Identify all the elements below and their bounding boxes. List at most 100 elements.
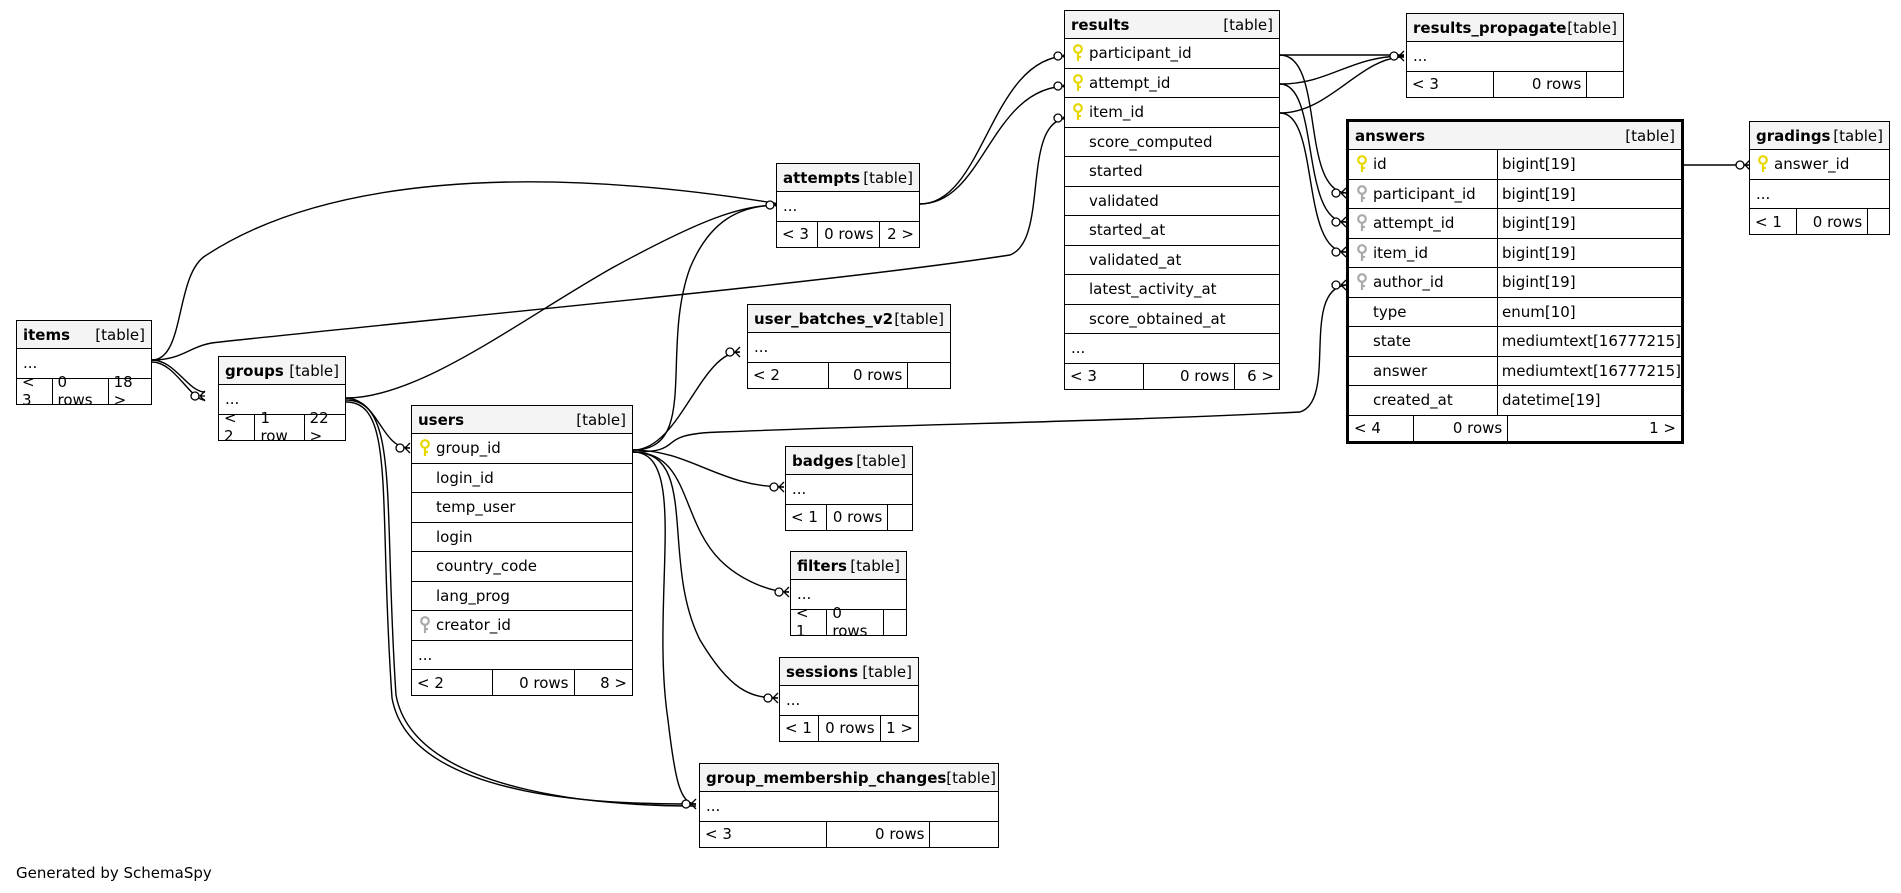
children-count[interactable]: 2 >: [887, 225, 915, 243]
edge-results-answers-b: [1279, 83, 1347, 223]
column-name: answer: [1373, 361, 1428, 380]
column-type: bigint[19]: [1497, 238, 1681, 267]
parents-count[interactable]: < 1: [791, 604, 828, 640]
column-row-more[interactable]: ...: [700, 792, 998, 822]
table-header[interactable]: users [table]: [412, 406, 632, 434]
children-count[interactable]: 6 >: [1247, 367, 1274, 385]
column-row-more[interactable]: ...: [786, 475, 912, 505]
parents-count[interactable]: < 1: [780, 715, 820, 741]
table-header[interactable]: results_propagate [table]: [1407, 14, 1623, 42]
column-row-more[interactable]: ...: [1750, 180, 1889, 209]
column-row-login[interactable]: login: [412, 523, 632, 552]
parents-count[interactable]: < 3: [777, 221, 819, 247]
children-count[interactable]: 18 >: [113, 373, 133, 409]
column-row-country-code[interactable]: country_code: [412, 552, 632, 582]
parents-count[interactable]: < 1: [786, 504, 828, 530]
column-row-more[interactable]: ...: [219, 385, 345, 415]
children-count[interactable]: 1 >: [1649, 419, 1676, 437]
column-row-started-at[interactable]: started_at: [1065, 216, 1279, 246]
children-count[interactable]: 8 >: [600, 673, 627, 692]
table-header[interactable]: attempts [table]: [777, 164, 919, 192]
column-name: lang_prog: [436, 586, 510, 605]
table-header[interactable]: filters [table]: [791, 552, 906, 580]
column-name: score_obtained_at: [1089, 309, 1226, 328]
column-row-creator-id[interactable]: creator_id: [412, 611, 632, 641]
parents-count[interactable]: < 3: [1407, 71, 1495, 97]
parents-count[interactable]: < 4: [1349, 415, 1414, 441]
column-row-more[interactable]: ...: [791, 580, 906, 610]
column-row-score-obtained-at[interactable]: score_obtained_at: [1065, 305, 1279, 334]
table-header[interactable]: user_batches_v2 [table]: [748, 305, 950, 333]
table-header[interactable]: groups [table]: [219, 357, 345, 385]
column-row-more[interactable]: ...: [780, 686, 918, 716]
table-header[interactable]: results [table]: [1065, 11, 1279, 39]
table-header[interactable]: badges [table]: [786, 447, 912, 475]
parents-count[interactable]: < 3: [700, 821, 828, 847]
column-row-participant-id[interactable]: participant_id: [1065, 39, 1279, 69]
table-type-label: [table]: [1625, 126, 1675, 145]
column-row-more[interactable]: ...: [1065, 334, 1279, 364]
column-row-group-id[interactable]: group_id: [412, 434, 632, 464]
column-row-score-computed[interactable]: score_computed: [1065, 128, 1279, 157]
children-count[interactable]: 1 >: [886, 719, 914, 737]
children-count[interactable]: [930, 822, 998, 847]
table-header[interactable]: group_membership_changes [table]: [700, 764, 998, 792]
relationship-marker: [681, 798, 697, 810]
table-header[interactable]: items [table]: [17, 321, 151, 349]
children-count[interactable]: [888, 505, 912, 530]
column-row-latest-activity-at[interactable]: latest_activity_at: [1065, 275, 1279, 305]
children-count[interactable]: [908, 363, 950, 388]
column-row-validated[interactable]: validated: [1065, 187, 1279, 216]
column-row-more[interactable]: ...: [777, 192, 919, 222]
children-count[interactable]: [1587, 72, 1623, 97]
column-row-login-id[interactable]: login_id: [412, 464, 632, 493]
parents-count[interactable]: < 2: [412, 670, 494, 695]
column-name: ...: [797, 585, 812, 604]
column-row-validated-at[interactable]: validated_at: [1065, 246, 1279, 275]
children-count[interactable]: [1868, 209, 1889, 234]
children-count[interactable]: [884, 610, 906, 635]
parents-count[interactable]: < 2: [219, 409, 256, 445]
column-row-started[interactable]: started: [1065, 157, 1279, 187]
column-row-more[interactable]: ...: [412, 641, 632, 670]
column-row-lang-prog[interactable]: lang_prog: [412, 582, 632, 611]
children-count[interactable]: 22 >: [309, 409, 329, 445]
parents-count[interactable]: < 3: [17, 373, 53, 409]
column-row-attempt-id[interactable]: attempt_id: [1065, 69, 1279, 98]
column-row-more[interactable]: ...: [17, 349, 151, 379]
table-header[interactable]: sessions [table]: [780, 658, 918, 686]
parents-count[interactable]: < 2: [748, 362, 830, 388]
column-row-more[interactable]: ...: [1407, 42, 1623, 72]
parents-count[interactable]: < 3: [1065, 363, 1145, 389]
column-row-temp-user[interactable]: temp_user: [412, 493, 632, 523]
column-row-answer-id[interactable]: answer_id: [1750, 150, 1889, 180]
column-row-item-id[interactable]: item_id: [1065, 98, 1279, 128]
parents-count[interactable]: < 1: [1750, 209, 1798, 234]
table-header[interactable]: answers [table]: [1349, 122, 1681, 150]
table-header[interactable]: gradings [table]: [1750, 122, 1889, 150]
edge-items-attempts: [151, 181, 781, 361]
column-row-more[interactable]: ...: [748, 333, 950, 363]
